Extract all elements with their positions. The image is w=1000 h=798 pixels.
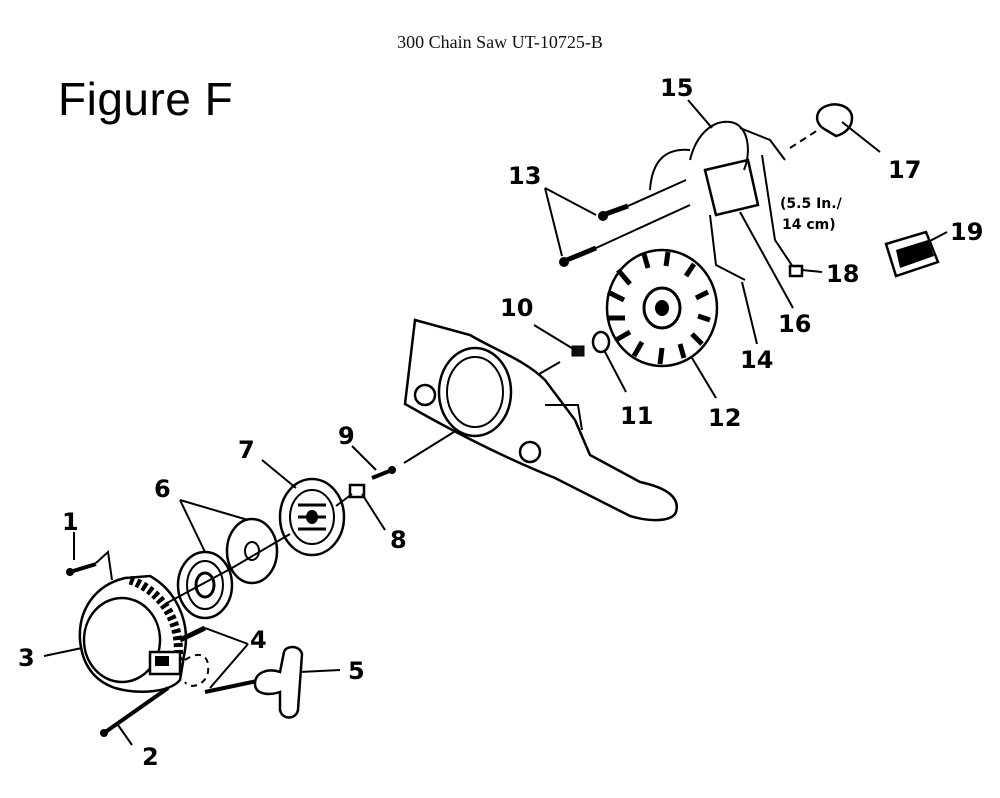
wire-length-note-line2: 14 cm) <box>782 217 836 233</box>
callout-5: 5 <box>348 657 365 685</box>
callout-19: 19 <box>950 218 983 246</box>
starter-housing <box>78 574 188 693</box>
callout-18: 18 <box>826 260 859 288</box>
starter-handle <box>253 645 304 719</box>
crankcase-body <box>403 318 678 522</box>
callout-11: 11 <box>620 402 653 430</box>
ignition-module <box>649 120 796 281</box>
callout-15: 15 <box>660 74 693 102</box>
callout-9: 9 <box>338 422 355 450</box>
housing-screw <box>100 686 170 737</box>
spacer <box>348 483 366 499</box>
starter-rope <box>178 625 263 694</box>
top-screw <box>66 549 113 581</box>
callout-7: 7 <box>238 436 255 464</box>
callout-1: 1 <box>62 508 79 536</box>
leader-lines <box>43 99 948 746</box>
pulley <box>176 550 234 620</box>
figure-label: Figure F <box>58 73 234 125</box>
flywheel <box>605 248 719 368</box>
starter-pulley <box>278 477 346 557</box>
callout-14: 14 <box>740 346 773 374</box>
callout-10: 10 <box>500 294 533 322</box>
callout-6: 6 <box>154 475 171 503</box>
coil-screws <box>559 179 691 267</box>
page-title: 300 Chain Saw UT-10725-B <box>397 32 603 52</box>
callout-13: 13 <box>508 162 541 190</box>
washer <box>225 517 279 585</box>
callout-8: 8 <box>390 526 407 554</box>
callout-3: 3 <box>18 644 35 672</box>
center-screw <box>371 466 396 480</box>
stop-switch <box>884 230 940 278</box>
callout-17: 17 <box>888 156 921 184</box>
wire-length-note-line1: (5.5 In./ <box>780 196 843 212</box>
spark-plug-boot <box>789 103 854 149</box>
wire-terminal <box>788 264 804 278</box>
callout-12: 12 <box>708 404 741 432</box>
callout-2: 2 <box>142 743 159 771</box>
flywheel-nut <box>571 345 585 357</box>
flywheel-washer <box>591 330 611 354</box>
callout-16: 16 <box>778 310 811 338</box>
callout-4: 4 <box>250 626 267 654</box>
